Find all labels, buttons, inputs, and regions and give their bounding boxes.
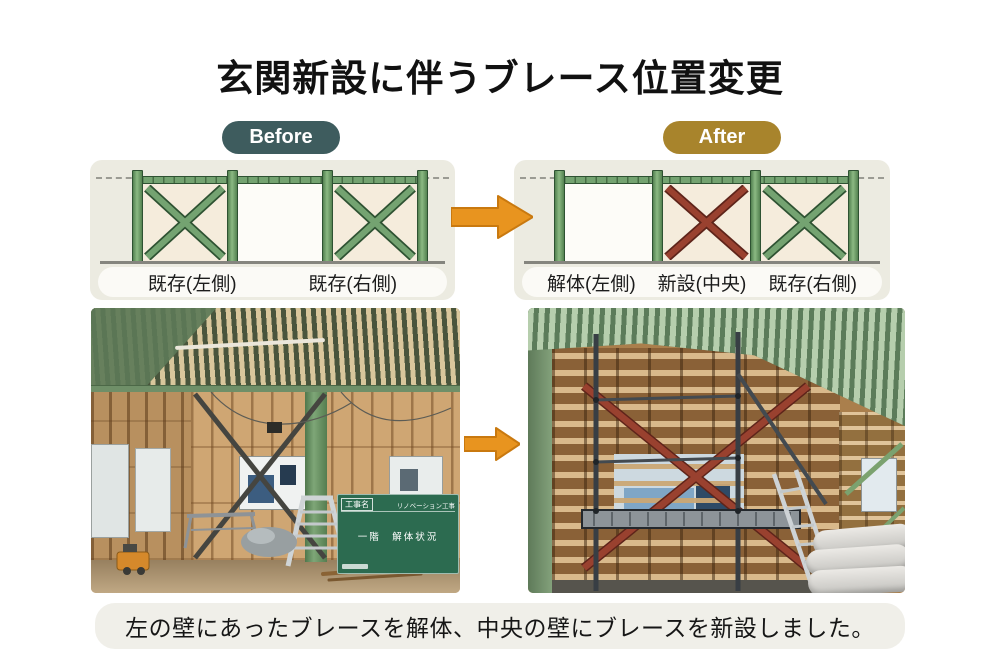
window	[135, 448, 171, 532]
steel-column	[528, 308, 552, 593]
column	[848, 170, 859, 262]
after-diagram-labels: 解体(左側) 新設(中央) 既存(右側)	[522, 267, 882, 297]
x-brace-icon	[334, 185, 416, 260]
page-title: 玄関新設に伴うブレース位置変更	[216, 58, 784, 99]
board-fine-print	[342, 564, 368, 569]
diagram-label: 解体(左側)	[547, 273, 636, 295]
orange-machine	[116, 544, 150, 575]
x-brace-icon	[144, 185, 226, 260]
diagram-label: 新設(中央)	[657, 273, 747, 295]
scaffold-bars	[595, 372, 828, 506]
ceiling-beam	[91, 385, 460, 392]
existing-x-brace	[193, 392, 327, 560]
left-bay	[565, 170, 652, 262]
steel-frame	[132, 170, 428, 262]
board-status-label: 一階 解体状況	[357, 532, 439, 543]
column	[750, 170, 761, 262]
ladder-rungs	[292, 510, 343, 550]
summary-caption-text: 左の壁にあったブレースを解体、中央の壁にブレースを新設しました。	[125, 615, 875, 641]
after-badge-label: After	[698, 126, 746, 148]
tarp-pile	[241, 527, 297, 557]
center-bay	[663, 170, 750, 262]
window-view	[400, 469, 418, 491]
window	[91, 444, 129, 538]
window-view	[280, 465, 296, 485]
steel-ceiling	[91, 308, 460, 392]
concrete-floor	[552, 580, 839, 593]
column	[417, 170, 428, 262]
material-rolls	[805, 522, 905, 593]
before-photo: 工事名 リノベーション工事 一階 解体状況	[91, 308, 460, 593]
arrow-right-icon	[451, 195, 533, 239]
board-name-label: 工事名	[341, 498, 373, 511]
scaffold-overlay	[581, 332, 839, 593]
diagram-label: 既存(左側)	[147, 273, 237, 295]
after-badge: After	[663, 121, 781, 154]
board-divider	[341, 511, 455, 512]
top-beam	[132, 176, 428, 184]
after-brace-diagram: 解体(左側) 新設(中央) 既存(右側)	[514, 160, 890, 300]
after-photo	[528, 308, 905, 593]
column	[652, 170, 663, 262]
top-beam	[554, 176, 859, 184]
before-brace-diagram: 既存(左側) 既存(右側)	[90, 160, 455, 300]
hanging-wires	[210, 391, 452, 425]
center-bay	[238, 170, 322, 262]
diagram-label: 既存(右側)	[308, 273, 398, 295]
scaffold-deck	[581, 509, 801, 529]
new-x-brace	[581, 382, 811, 572]
right-bay	[333, 170, 417, 262]
x-brace-icon	[664, 185, 749, 260]
column	[227, 170, 238, 262]
right-bay	[761, 170, 848, 262]
column	[132, 170, 143, 262]
before-badge: Before	[222, 121, 340, 154]
diagram-label: 既存(右側)	[768, 273, 857, 295]
arrow-right-icon	[464, 427, 520, 461]
ground-line	[524, 261, 880, 264]
steel-frame	[554, 170, 859, 262]
steel-column	[305, 386, 327, 562]
left-bay	[143, 170, 227, 262]
ground-line	[100, 261, 445, 264]
before-diagram-labels: 既存(左側) 既存(右側)	[98, 267, 447, 297]
wrapped-roll	[807, 565, 905, 593]
column	[554, 170, 565, 262]
column	[322, 170, 333, 262]
construction-chalkboard: 工事名 リノベーション工事 一階 解体状況	[337, 494, 459, 574]
before-badge-label: Before	[249, 126, 313, 148]
summary-caption: 左の壁にあったブレースを解体、中央の壁にブレースを新設しました。	[95, 603, 905, 649]
electrical-box	[267, 422, 282, 433]
board-project-label: リノベーション工事	[396, 503, 455, 510]
x-brace-icon	[762, 185, 847, 260]
scaffold-clamps	[593, 393, 741, 514]
